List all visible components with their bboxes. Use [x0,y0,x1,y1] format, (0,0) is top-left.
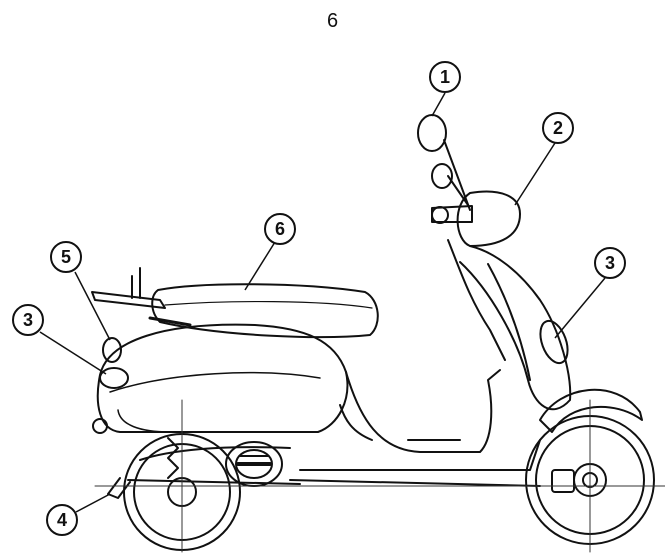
rear-body [96,323,349,433]
rear-rack [91,267,192,327]
callout-3-front: 3 [594,247,626,279]
page-number: 6 [326,10,339,32]
axis-lines [94,399,665,553]
callout-1: 1 [429,61,461,93]
scooter-icon [91,114,665,553]
callout-4: 4 [46,504,78,536]
svg-text:3: 3 [605,253,615,273]
callout-6: 6 [264,213,296,245]
rear-shock [167,437,179,479]
callout-3-rear: 3 [12,304,44,336]
callout-5: 5 [50,241,82,273]
handlebar-grip [431,205,473,223]
rear-reflector [92,418,108,434]
rear-light [99,367,129,389]
seat [151,283,379,339]
mirror-lower [431,163,453,189]
engine [225,441,283,487]
svg-text:5: 5 [61,247,71,267]
leg-shield [459,245,572,411]
front-indicator [539,319,569,365]
svg-text:1: 1 [440,67,450,87]
svg-text:6: 6 [275,219,285,239]
callout-2: 2 [542,112,574,144]
floorboard [345,369,501,453]
svg-text:3: 3 [23,310,33,330]
svg-text:2: 2 [553,118,563,138]
steering-column [447,239,506,361]
svg-text:4: 4 [57,510,67,530]
leader-lines [39,92,606,513]
kickstand [107,477,131,499]
mirror-upper [417,114,447,152]
front-fender [539,388,643,433]
